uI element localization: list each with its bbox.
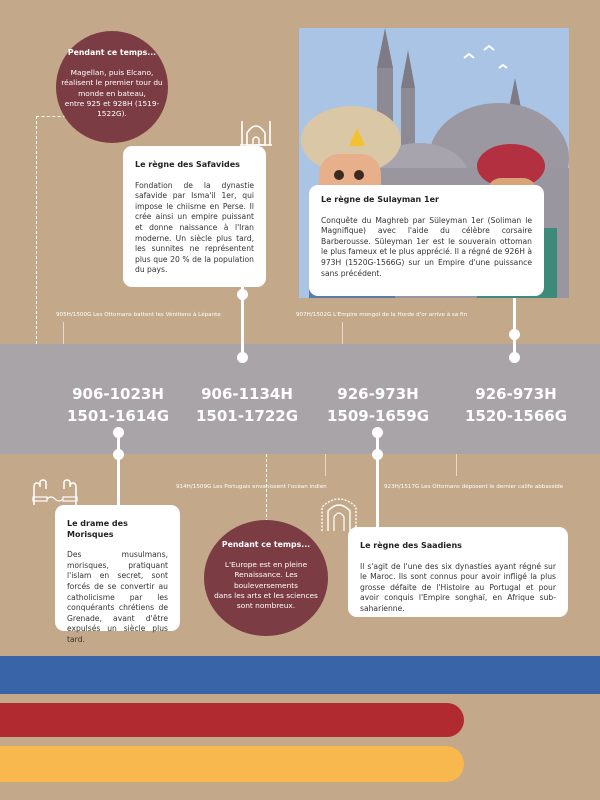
connector-dot: [372, 427, 383, 438]
card-sulayman: Le règne de Sulayman 1er Conquête du Mag…: [309, 185, 544, 296]
event-tick: [342, 322, 343, 344]
circle-line: dans les arts et les sciences: [214, 590, 318, 600]
event-tick: [63, 322, 64, 344]
card-text: Conquête du Maghreb par Süleyman 1er (So…: [321, 215, 532, 278]
connector-dot: [237, 289, 248, 300]
connector-dot: [509, 329, 520, 340]
circle-title: Pendant ce temps...: [67, 48, 157, 57]
circle-pendant-bottom: Pendant ce temps... L'Europe est en plei…: [204, 520, 328, 636]
card-title: Le règne de Sulayman 1er: [321, 195, 439, 204]
connector-saadiens: [376, 428, 379, 528]
card-title: Le drame des Morisques: [67, 519, 128, 539]
circle-line: Magellan, puis Elcano,: [70, 68, 154, 78]
circle-line: monde en bateau,: [78, 88, 146, 98]
dashed-connector: [36, 116, 37, 344]
connector-dot: [509, 352, 520, 363]
circle-line: entre 925 et 928H (1519-: [64, 98, 160, 108]
stripe-blue: [0, 656, 600, 694]
event-ocean: 914H/1509G Les Portugais envahissent l'o…: [176, 484, 327, 490]
card-saadiens: Le règne des Saadiens Il s'agit de l'une…: [348, 527, 568, 617]
connector-safavides: [241, 286, 244, 358]
event-lepante: 905H/1500G Les Ottomans battent les Véni…: [56, 312, 221, 318]
circle-line: 1522G).: [97, 109, 127, 119]
dashed-connector: [36, 116, 66, 117]
circle-title: Pendant ce temps...: [221, 540, 311, 549]
card-morisques: Le drame des Morisques Des musulmans, mo…: [55, 505, 180, 644]
circle-pendant-top: Pendant ce temps... Magellan, puis Elcan…: [56, 31, 168, 143]
card-safavides: Le règne des Safavides Fondation de la d…: [123, 146, 266, 287]
card-text: Il s'agit de l'une des six dynasties aya…: [360, 561, 556, 613]
event-horde: 907H/1502G L'Empire mongol de la Horde d…: [296, 312, 468, 318]
circle-line: réalisent le premier tour du: [61, 78, 163, 88]
connector-sulayman: [513, 296, 516, 358]
circle-line: sont nombreux.: [236, 601, 296, 611]
circle-line: Renaissance. Les: [234, 570, 298, 580]
circle-line: bouleversements: [233, 580, 299, 590]
connector-dot: [113, 449, 124, 460]
connector-dot: [237, 352, 248, 363]
connector-dot: [113, 427, 124, 438]
connector-morisques: [117, 428, 120, 510]
event-tick: [325, 454, 326, 476]
connector-dot: [372, 449, 383, 460]
event-calife: 923H/1517G Les Ottomans déposent le dern…: [384, 484, 564, 490]
arch-icon: [320, 497, 358, 537]
card-title: Le règne des Safavides: [135, 160, 240, 169]
timeline-band: [0, 344, 600, 454]
card-title: Le règne des Saadiens: [360, 541, 462, 550]
circle-line: L'Europe est en pleine: [224, 560, 308, 570]
dashed-connector: [266, 454, 267, 532]
mosque-icon: [238, 117, 274, 151]
card-text: Des musulmans, morisques, pratiquant l'i…: [67, 550, 168, 644]
stripe-yellow: [0, 746, 464, 782]
chained-hands-icon: [30, 475, 80, 513]
card-text: Fondation de la dynastie safavide par Is…: [135, 180, 254, 275]
event-tick: [456, 454, 457, 476]
stripe-red: [0, 703, 464, 737]
